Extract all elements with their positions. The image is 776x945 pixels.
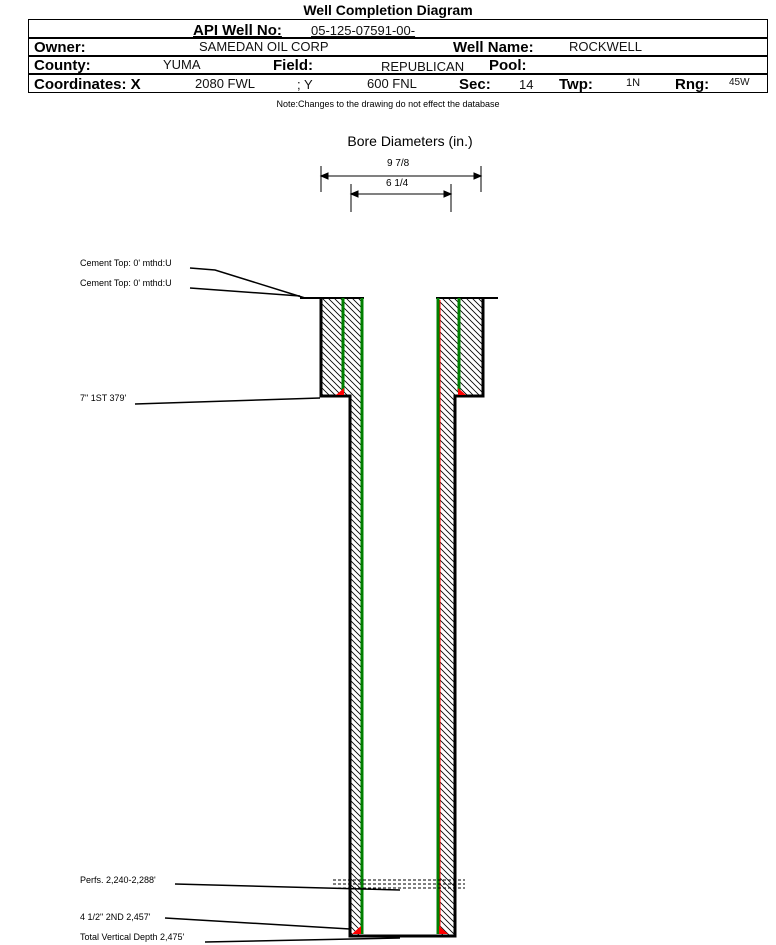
owner-value: SAMEDAN OIL CORP <box>199 39 329 54</box>
api-label: API Well No: <box>193 22 282 39</box>
sec-label: Sec: <box>459 76 491 93</box>
county-value: YUMA <box>163 57 201 72</box>
perforations-label: Perfs. 2,240-2,288' <box>80 875 156 885</box>
perforations <box>333 879 465 889</box>
note: Note:Changes to the drawing do not effec… <box>276 99 500 109</box>
inner-bore-diameter: 6 1/4 <box>386 178 409 189</box>
well-header-table: API Well No: 05-125-07591-00- Owner: SAM… <box>28 19 768 93</box>
field-label: Field: <box>273 57 313 74</box>
casing-strings <box>341 298 461 934</box>
dimension-lines <box>319 166 483 212</box>
production-casing-label: 4 1/2" 2ND 2,457' <box>80 912 151 922</box>
rng-value: 45W <box>729 77 750 88</box>
cement-top-label-2: Cement Top: 0' mthd:U <box>80 278 172 288</box>
well-name-value: ROCKWELL <box>569 39 642 54</box>
sec-value: 14 <box>519 77 534 92</box>
api-value: 05-125-07591-00- <box>311 23 416 38</box>
twp-label: Twp: <box>559 76 593 93</box>
leader-lines <box>134 267 401 943</box>
twp-value: 1N <box>626 77 641 89</box>
total-depth-label: Total Vertical Depth 2,475' <box>80 932 185 942</box>
outer-bore-diameter: 9 7/8 <box>387 158 410 169</box>
borehole-walls <box>300 297 498 938</box>
pool-label: Pool: <box>489 57 527 74</box>
county-label: County: <box>34 57 91 74</box>
x-value: 2080 FWL <box>195 76 255 91</box>
diagram-title: Well Completion Diagram <box>303 2 473 18</box>
y-label: ; Y <box>297 77 313 92</box>
bore-diameters-title: Bore Diameters (in.) <box>347 133 473 149</box>
casing-shoes <box>336 300 466 934</box>
surface-casing-label: 7" 1ST 379' <box>80 393 127 403</box>
coordinates-label: Coordinates: X <box>34 76 141 93</box>
rng-label: Rng: <box>675 76 710 93</box>
field-value: REPUBLICAN <box>381 59 465 74</box>
owner-label: Owner: <box>34 39 86 56</box>
well-name-label: Well Name: <box>453 39 534 56</box>
y-value: 600 FNL <box>367 76 417 91</box>
cement-top-label-1: Cement Top: 0' mthd:U <box>80 258 172 268</box>
